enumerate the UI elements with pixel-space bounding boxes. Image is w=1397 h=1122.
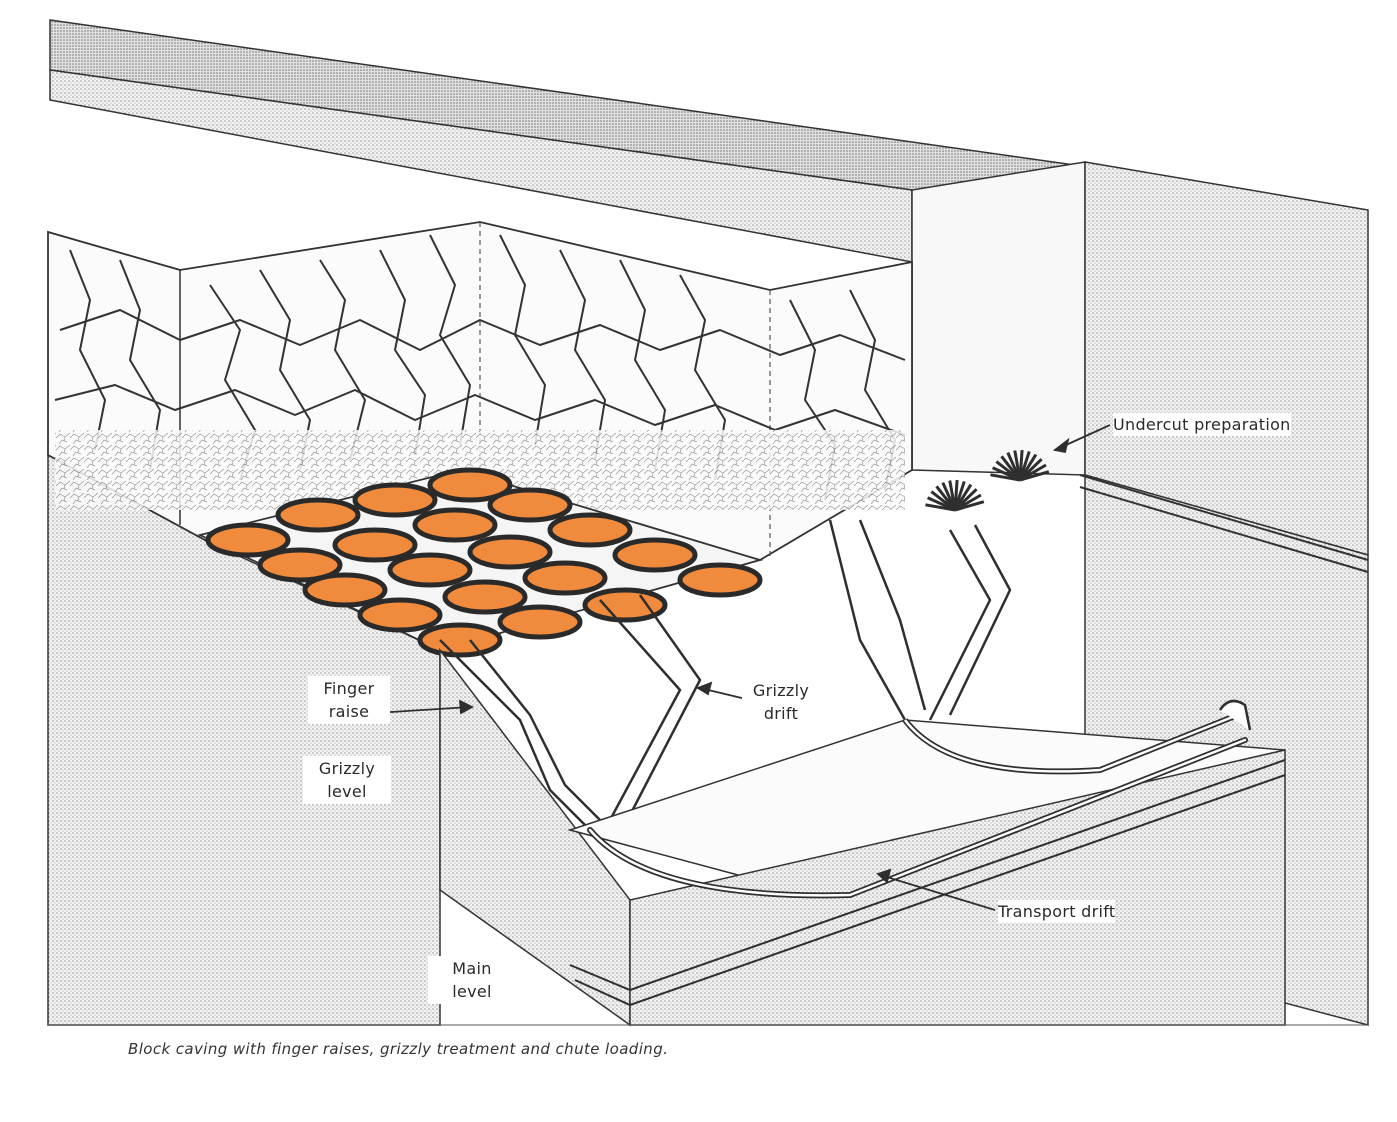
funnel-opening bbox=[420, 625, 500, 655]
funnel-opening bbox=[680, 565, 760, 595]
funnel-opening bbox=[305, 575, 385, 605]
label-grizzly-level-line1: Grizzly bbox=[307, 757, 387, 780]
funnel-opening bbox=[445, 582, 525, 612]
figure-caption: Block caving with finger raises, grizzly… bbox=[128, 1040, 668, 1058]
funnel-opening bbox=[525, 563, 605, 593]
label-grizzly-level-line2: level bbox=[307, 780, 387, 803]
label-main-level: Main level bbox=[428, 956, 516, 1004]
label-finger-raise: Finger raise bbox=[308, 676, 390, 724]
label-grizzly-drift-line2: drift bbox=[746, 702, 816, 725]
funnel-opening bbox=[550, 515, 630, 545]
label-undercut-preparation: Undercut preparation bbox=[1113, 413, 1291, 436]
label-transport-drift: Transport drift bbox=[998, 900, 1115, 923]
funnel-opening bbox=[500, 607, 580, 637]
funnel-opening bbox=[355, 485, 435, 515]
label-grizzly-level: Grizzly level bbox=[303, 756, 391, 804]
undercut-fan bbox=[925, 480, 983, 510]
label-finger-raise-line1: Finger bbox=[312, 677, 386, 700]
funnel-opening bbox=[390, 555, 470, 585]
label-finger-raise-line2: raise bbox=[312, 700, 386, 723]
funnel-opening bbox=[415, 510, 495, 540]
funnel-opening bbox=[615, 540, 695, 570]
label-main-level-line2: level bbox=[432, 980, 512, 1003]
funnel-opening bbox=[360, 600, 440, 630]
label-grizzly-drift-line1: Grizzly bbox=[746, 679, 816, 702]
funnel-opening bbox=[335, 530, 415, 560]
funnel-opening bbox=[470, 537, 550, 567]
funnel-opening bbox=[490, 490, 570, 520]
label-main-level-line1: Main bbox=[432, 957, 512, 980]
label-grizzly-drift: Grizzly drift bbox=[742, 678, 820, 726]
funnel-opening bbox=[278, 500, 358, 530]
